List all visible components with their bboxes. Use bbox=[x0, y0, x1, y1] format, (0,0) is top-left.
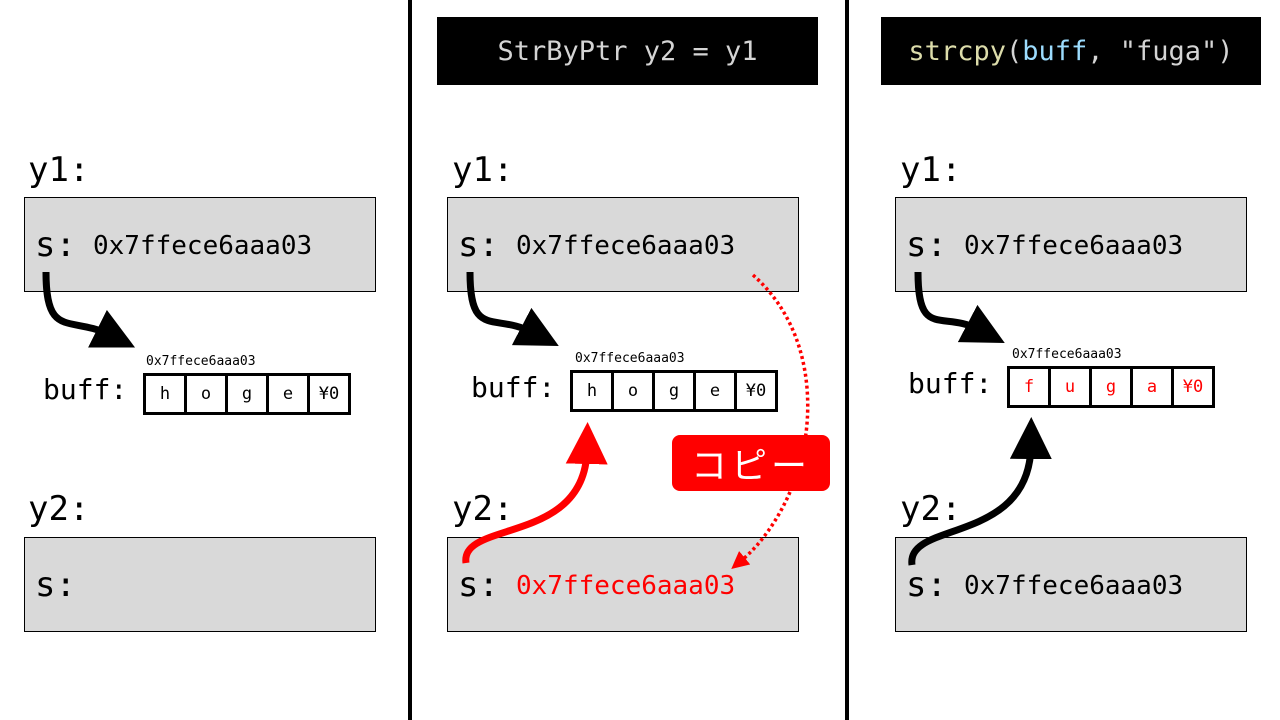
y1-s-value: 0x7ffece6aaa03 bbox=[93, 231, 313, 261]
buff-cell: ¥0 bbox=[1171, 369, 1212, 405]
y2-label: y2: bbox=[452, 489, 514, 529]
copy-badge: コピー bbox=[672, 435, 830, 491]
buff-cell: g bbox=[1089, 369, 1130, 405]
buff-cell: g bbox=[225, 376, 266, 412]
y2-s-label: s: bbox=[35, 565, 76, 605]
code-banner: strcpy(buff, "fuga") bbox=[881, 17, 1261, 85]
y2-label: y2: bbox=[900, 489, 962, 529]
code-banner: StrByPtr y2 = y1 bbox=[437, 17, 818, 85]
code-arg: buff bbox=[1022, 35, 1088, 67]
buff-cell: e bbox=[266, 376, 307, 412]
y2-box: s: 0x7ffece6aaa03 bbox=[447, 537, 799, 632]
buff-cell: o bbox=[611, 373, 652, 409]
buff-cells: h o g e ¥0 bbox=[570, 370, 778, 412]
y1-box: s: 0x7ffece6aaa03 bbox=[895, 197, 1247, 292]
y2-box: s: bbox=[24, 537, 376, 632]
panel-divider-2 bbox=[845, 0, 849, 720]
buff-cells: f u g a ¥0 bbox=[1007, 366, 1215, 408]
copy-arrow-dotted bbox=[751, 273, 810, 441]
copy-badge-label: コピー bbox=[690, 446, 811, 487]
buff-cells: h o g e ¥0 bbox=[143, 373, 351, 415]
buff-address: 0x7ffece6aaa03 bbox=[575, 351, 685, 366]
buff-cell: h bbox=[586, 381, 598, 401]
buff-address: 0x7ffece6aaa03 bbox=[146, 354, 256, 369]
y2-s-label: s: bbox=[458, 565, 499, 605]
y1-box: s: 0x7ffece6aaa03 bbox=[24, 197, 376, 292]
buff-label: buff: bbox=[43, 373, 128, 406]
y1-s-label: s: bbox=[35, 225, 76, 265]
buff-cell: ¥0 bbox=[734, 373, 775, 409]
y2-box: s: 0x7ffece6aaa03 bbox=[895, 537, 1247, 632]
buff-cell: u bbox=[1048, 369, 1089, 405]
y1-s-value: 0x7ffece6aaa03 bbox=[964, 231, 1184, 261]
y1-s-value: 0x7ffece6aaa03 bbox=[516, 231, 736, 261]
code-text: StrByPtr y2 = y1 bbox=[497, 35, 758, 67]
buff-cell: o bbox=[184, 376, 225, 412]
code-rest: , "fuga") bbox=[1087, 35, 1234, 67]
buff-label: buff: bbox=[908, 367, 993, 400]
buff-cell: g bbox=[652, 373, 693, 409]
buff-cell: a bbox=[1130, 369, 1171, 405]
y1-s-label: s: bbox=[458, 225, 499, 265]
code-paren: ( bbox=[1005, 35, 1023, 67]
y2-s-label: s: bbox=[906, 565, 947, 605]
buff-label: buff: bbox=[471, 371, 556, 404]
y2-label: y2: bbox=[28, 489, 90, 529]
buff-cell: ¥0 bbox=[307, 376, 348, 412]
y1-label: y1: bbox=[452, 150, 514, 190]
y1-label: y1: bbox=[28, 150, 90, 190]
panel-divider-1 bbox=[408, 0, 412, 720]
y2-s-value: 0x7ffece6aaa03 bbox=[964, 571, 1184, 601]
code-fn: strcpy bbox=[908, 35, 1006, 67]
buff-cell: h bbox=[159, 384, 171, 404]
y2-s-value-copied: 0x7ffece6aaa03 bbox=[516, 571, 736, 601]
y1-s-label: s: bbox=[906, 225, 947, 265]
buff-cell: e bbox=[693, 373, 734, 409]
buff-address: 0x7ffece6aaa03 bbox=[1012, 347, 1122, 362]
y1-box: s: 0x7ffece6aaa03 bbox=[447, 197, 799, 292]
buff-cell: f bbox=[1023, 377, 1035, 397]
y1-label: y1: bbox=[900, 150, 962, 190]
